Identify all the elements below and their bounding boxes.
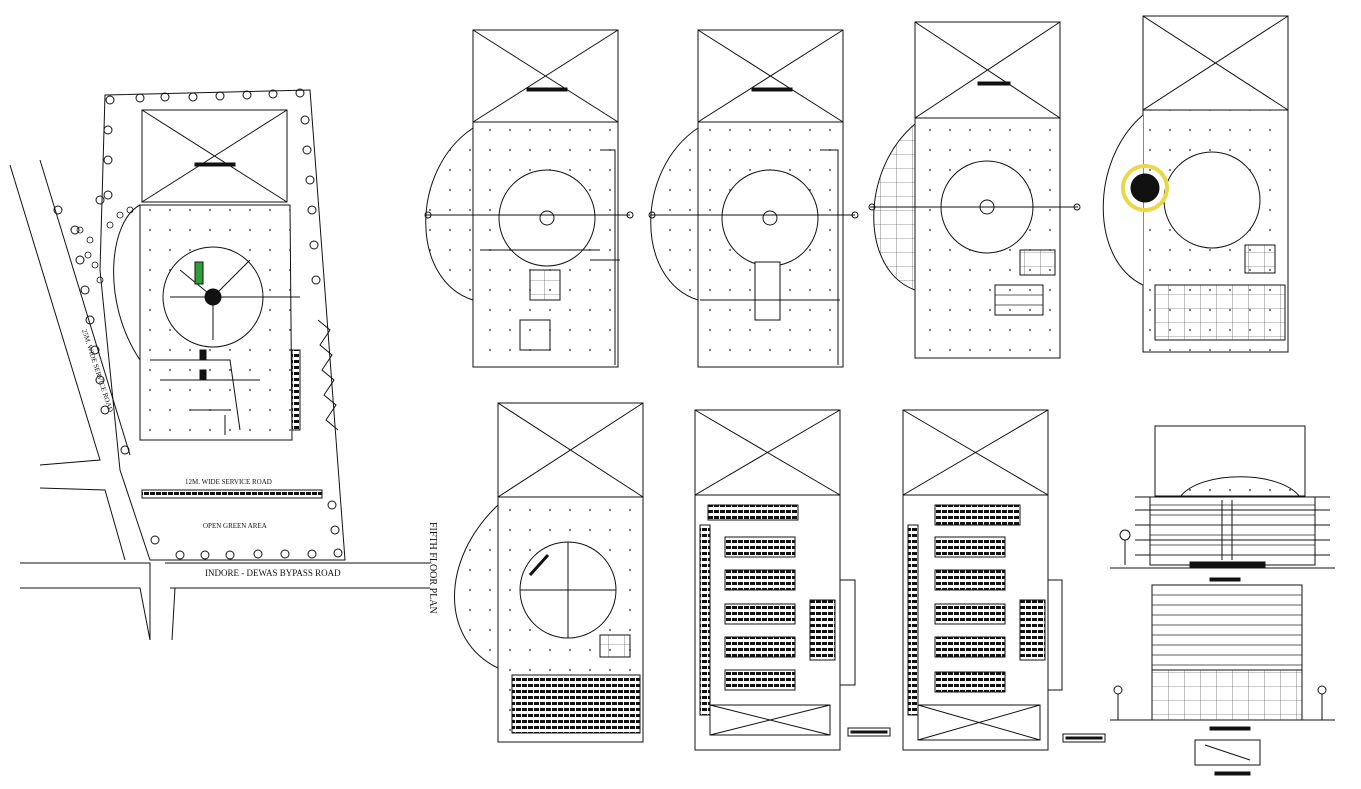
green-planter — [194, 261, 204, 285]
fifth-floor-plan-label: FIFTH FLOOR PLAN — [427, 522, 438, 614]
road-edge-left — [9, 164, 101, 466]
highlight-ring — [1121, 164, 1169, 212]
landscape-cluster — [76, 206, 134, 284]
site-plan: 25M. WIDE SERVICE ROAD 12M. WIDE SERVICE… — [9, 88, 430, 641]
fifth-floor-plan-title: FIFTH FLOOR PLAN — [427, 522, 438, 614]
highway-label: INDORE - DEWAS BYPASS ROAD — [205, 568, 341, 578]
open-green-area-label: OPEN GREEN AREA — [203, 522, 267, 530]
floor-plan-parking-2 — [902, 409, 1106, 751]
floor-plan-3 — [868, 21, 1081, 359]
road-edge-lower — [39, 487, 126, 561]
floor-plan-4 — [1102, 15, 1289, 353]
floor-plan-2 — [648, 29, 859, 368]
boundary-trees — [53, 88, 343, 560]
floor-plan-parking-1 — [694, 409, 891, 751]
floor-plan-fifth — [454, 402, 644, 743]
floor-plan-1 — [424, 29, 634, 368]
site-tower-footprint — [141, 109, 288, 203]
service-road-label: 12M. WIDE SERVICE ROAD — [185, 478, 272, 486]
building-elevations — [1110, 425, 1335, 776]
left-road-label: 25M. WIDE SERVICE ROAD — [80, 328, 114, 413]
plot-boundary — [99, 89, 346, 561]
